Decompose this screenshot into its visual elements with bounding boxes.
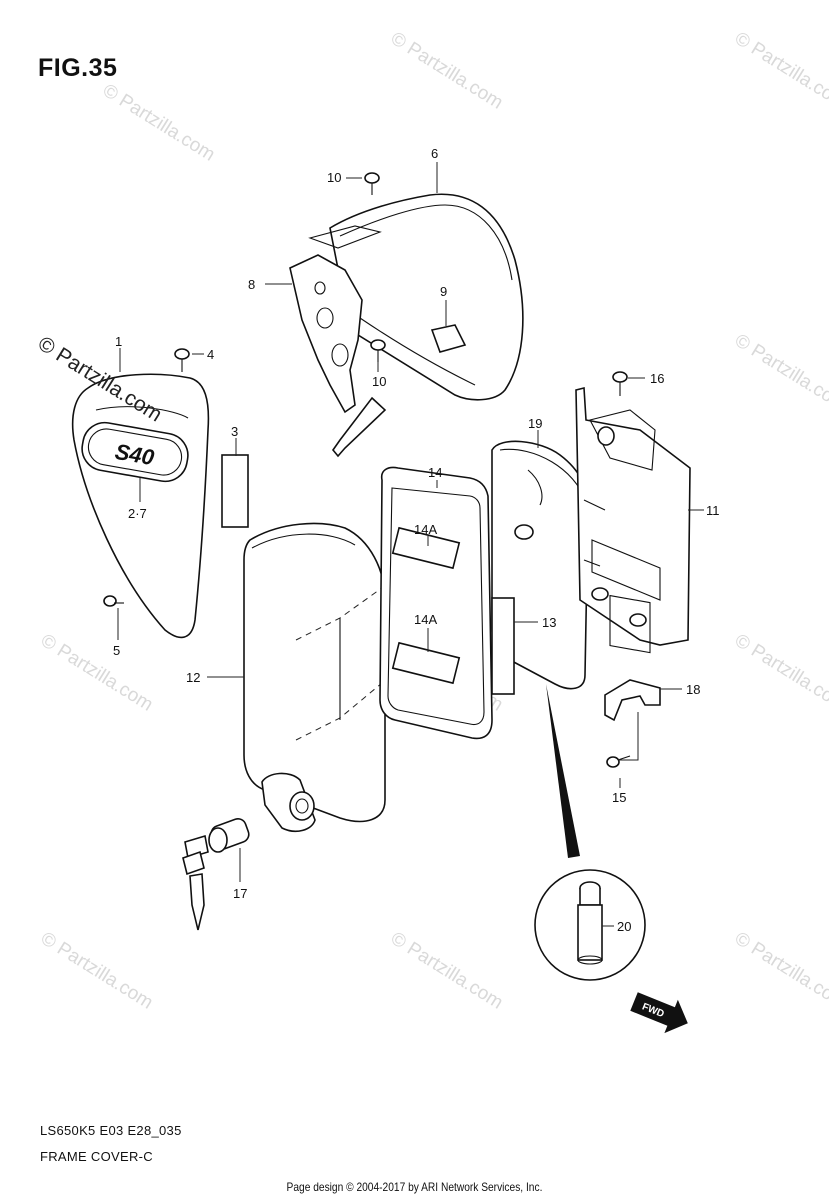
part-label-6: 6 <box>431 146 438 161</box>
part-label-18: 18 <box>686 682 700 697</box>
frame-cover-upper <box>329 193 524 401</box>
figure-title: FIG.35 <box>38 54 118 82</box>
mounting-bracket <box>289 225 387 458</box>
part-label-13: 13 <box>542 615 556 630</box>
part-label-1: 1 <box>115 334 122 349</box>
part-label-5: 5 <box>113 643 120 658</box>
part-label-4: 4 <box>207 347 214 362</box>
part-label-20: 20 <box>617 919 631 934</box>
part-label-9: 9 <box>440 284 447 299</box>
key-lock-set <box>182 818 250 931</box>
emblem-badge: S40 <box>81 421 189 483</box>
page-credit: Page design © 2004-2017 by ARI Network S… <box>286 1180 543 1194</box>
part-label-12: 12 <box>186 670 200 685</box>
part-label-11: 11 <box>706 503 720 518</box>
pad-14a-upper <box>391 526 461 570</box>
seal-frame <box>379 466 493 740</box>
part-labels: 1 4 3 2·7 5 6 10 10 8 9 14 14A 14A 12 19… <box>113 146 720 934</box>
part-label-8: 8 <box>248 277 255 292</box>
model-code: LS650K5 E03 E28_035 <box>40 1123 182 1138</box>
cushion-pad-3 <box>221 454 249 528</box>
fwd-arrow-icon: FWD <box>630 992 688 1034</box>
part-label-2-7: 2·7 <box>128 506 147 521</box>
screw-upper <box>364 172 380 195</box>
section-name: FRAME COVER-C <box>40 1149 153 1164</box>
pad-13 <box>491 597 515 695</box>
detail-circle <box>534 869 646 981</box>
detail-pointer <box>546 684 580 858</box>
part-label-17: 17 <box>233 886 247 901</box>
part-label-10-lower: 10 <box>372 374 386 389</box>
part-label-19: 19 <box>528 416 542 431</box>
part-label-14: 14 <box>428 465 442 480</box>
screw-5 <box>103 595 124 607</box>
lock-housing <box>261 772 316 832</box>
screw-lower <box>370 339 386 362</box>
pad-14a-lower <box>391 641 461 685</box>
screw-4 <box>174 348 190 372</box>
part-label-16: 16 <box>650 371 664 386</box>
cover-clip <box>430 324 467 353</box>
screw-16 <box>612 371 628 396</box>
spring-clip <box>604 679 661 722</box>
part-label-3: 3 <box>231 424 238 439</box>
rear-bracket <box>575 386 691 654</box>
screw-15 <box>606 755 631 768</box>
part-label-14a-lower: 14A <box>414 612 437 627</box>
part-label-10-upper: 10 <box>327 170 341 185</box>
part-label-14a-upper: 14A <box>414 522 437 537</box>
leader-lines <box>117 162 704 927</box>
part-label-15: 15 <box>612 790 626 805</box>
